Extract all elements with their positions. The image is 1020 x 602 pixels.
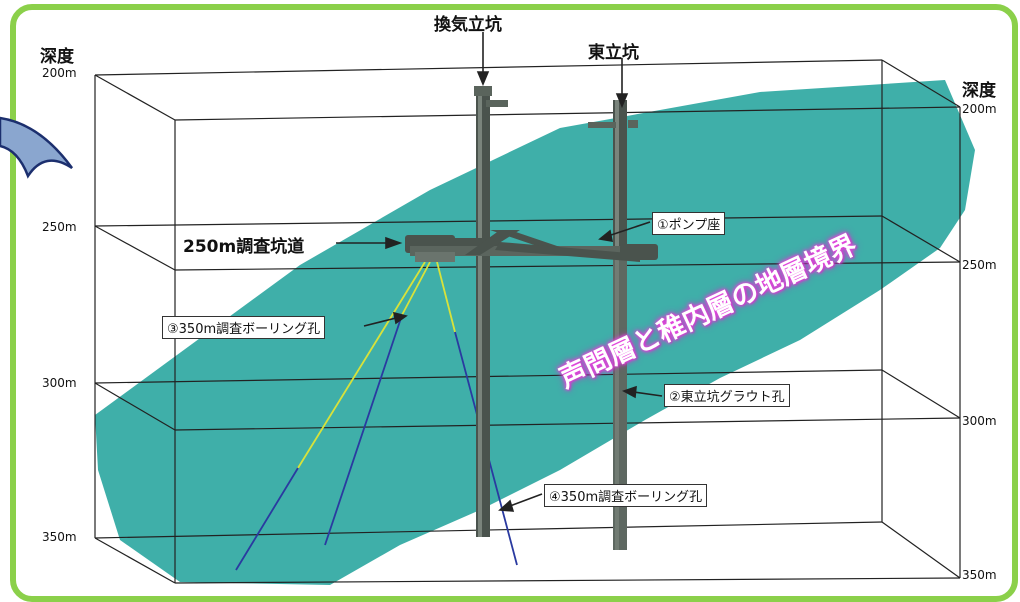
depth-header-left: 深度 [40,47,74,67]
borehole-3-callout: ③350m調査ボーリング孔 [162,316,326,339]
label-arrows [336,32,663,512]
gallery-tunnels [405,230,658,262]
depth-tick-right-350: 350m [962,568,997,582]
depth-tick-right-200: 200m [962,102,997,116]
east-shaft [588,100,638,550]
gallery-250m-label: 250m調査坑道 [183,237,305,257]
depth-tick-left-200: 200m [42,66,77,80]
borehole-4-callout: ④350m調査ボーリング孔 [544,484,708,507]
depth-header-right: 深度 [962,81,996,101]
depth-tick-right-300: 300m [962,414,997,428]
grout-hole-callout: ②東立坑グラウト孔 [664,384,790,407]
depth-tick-left-250: 250m [42,220,77,234]
ventilation-shaft [474,86,508,537]
depth-tick-right-250: 250m [962,258,997,272]
pump-seat-callout: ①ポンプ座 [652,212,726,235]
ventilation-shaft-label: 換気立坑 [434,15,502,35]
geological-layer-surface [95,80,975,585]
decorative-arrow-shape [0,116,74,179]
depth-tick-left-350: 350m [42,530,77,544]
depth-tick-left-300: 300m [42,376,77,390]
east-shaft-label: 東立坑 [588,43,639,63]
